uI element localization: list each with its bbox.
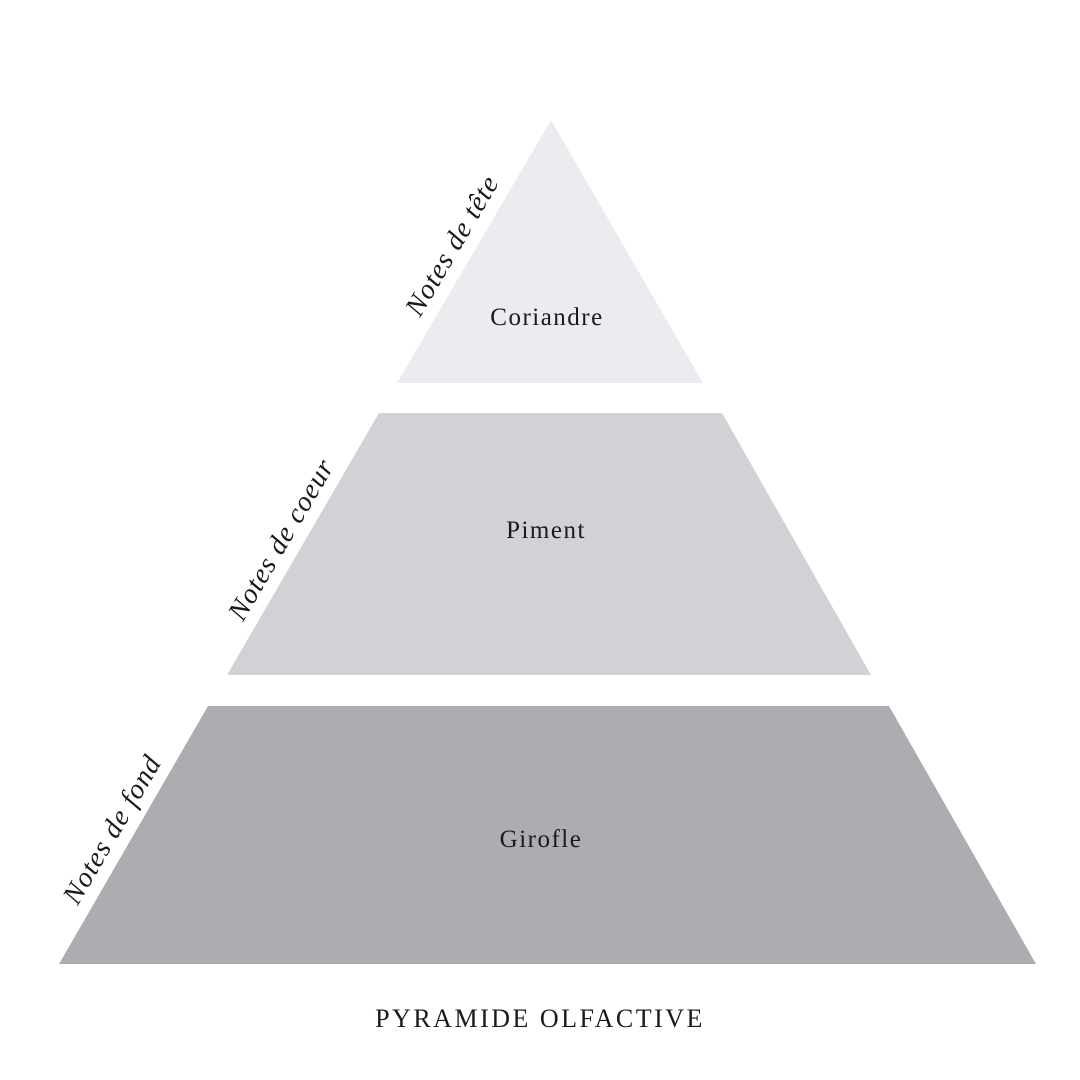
top-note-label: Coriandre <box>490 304 604 331</box>
top-notes-tier <box>397 120 703 383</box>
diagram-title: PYRAMIDE OLFACTIVE <box>375 1004 705 1033</box>
base-notes-tier <box>59 706 1036 964</box>
heart-note-label: Piment <box>506 517 586 544</box>
heart-notes-tier <box>227 413 871 675</box>
base-note-label: Girofle <box>499 826 583 853</box>
